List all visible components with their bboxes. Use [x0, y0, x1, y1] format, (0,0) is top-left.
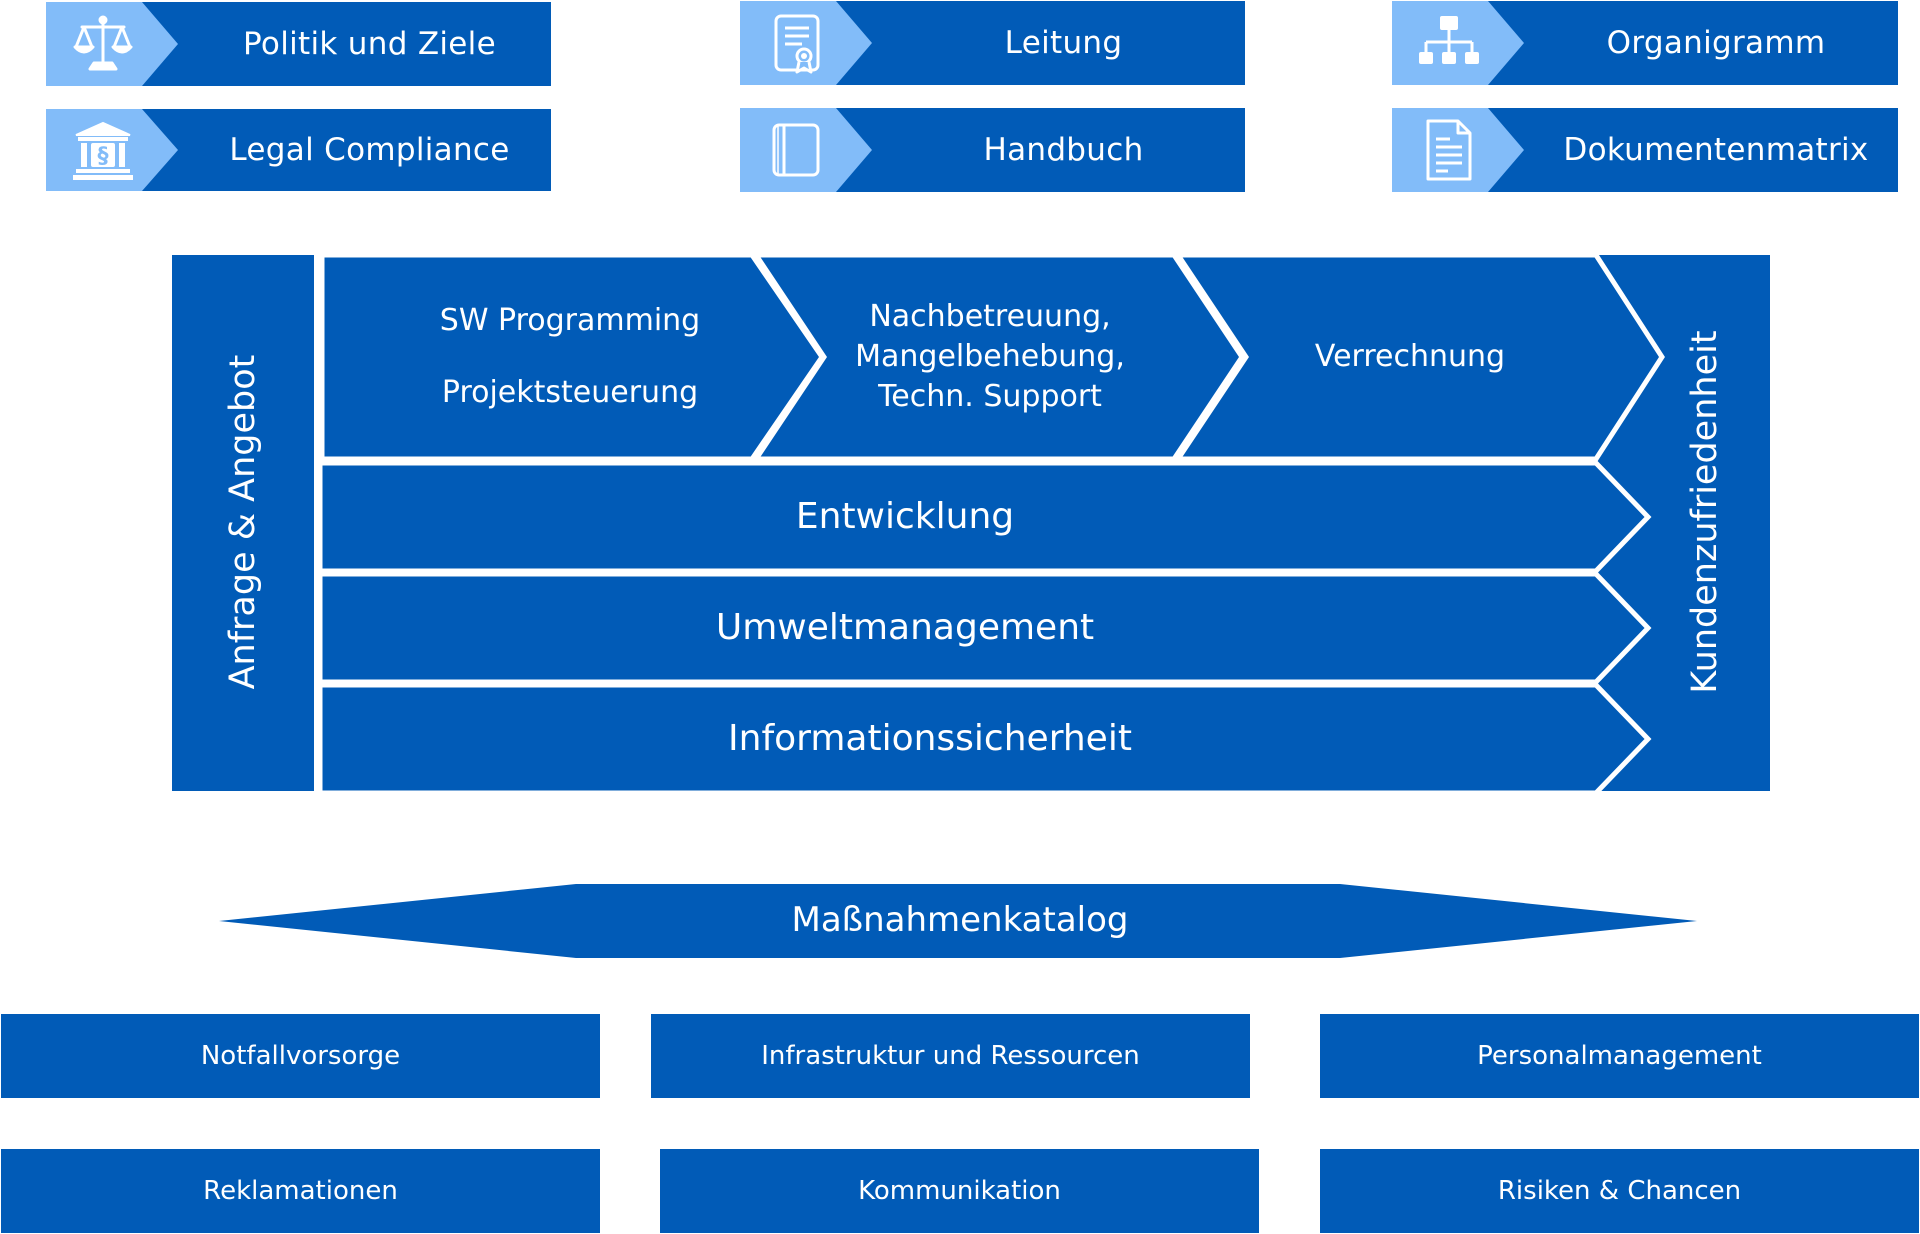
tile-politik-und-ziele[interactable]: Politik und Ziele — [46, 2, 551, 86]
box-notfallvorsorge[interactable]: Notfallvorsorge — [1, 1014, 600, 1098]
tile-dokumentenmatrix[interactable]: Dokumentenmatrix — [1392, 108, 1898, 192]
process-step-sw-programming[interactable] — [319, 252, 826, 462]
process-lane-entwicklung[interactable] — [317, 460, 1652, 574]
book-icon — [772, 123, 820, 177]
process-lane-informationssicherheit[interactable] — [317, 682, 1652, 796]
process-start-column[interactable] — [172, 255, 314, 791]
box-personalmanagement[interactable]: Personalmanagement — [1320, 1014, 1919, 1098]
org-chart-icon — [1419, 16, 1479, 64]
tile-label: Handbuch — [983, 132, 1144, 168]
tile-label: Legal Compliance — [229, 132, 510, 168]
catalog-banner[interactable] — [219, 884, 1697, 958]
box-reklamationen[interactable]: Reklamationen — [1, 1149, 600, 1233]
scales-icon — [73, 15, 133, 71]
tile-label: Politik und Ziele — [243, 26, 496, 62]
process-step-nachbetreuung[interactable] — [751, 252, 1246, 462]
tile-label: Leitung — [1004, 25, 1123, 61]
tile-legal-compliance[interactable]: § Legal Compliance — [46, 109, 551, 191]
tile-handbuch[interactable]: Handbuch — [740, 108, 1245, 192]
tile-label: Organigramm — [1606, 25, 1826, 61]
courthouse-paragraph-icon: § — [73, 121, 133, 180]
box-risiken-und-chancen[interactable]: Risiken & Chancen — [1320, 1149, 1919, 1233]
process-end-label: Kundenzufriedenheit — [1685, 330, 1725, 694]
tile-leitung[interactable]: Leitung — [740, 1, 1245, 85]
svg-text:§: § — [98, 144, 109, 169]
document-icon — [1426, 119, 1472, 181]
tile-label: Dokumentenmatrix — [1563, 132, 1869, 168]
process-start-label: Anfrage & Angebot — [223, 354, 263, 690]
box-kommunikation[interactable]: Kommunikation — [660, 1149, 1259, 1233]
tile-organigramm[interactable]: Organigramm — [1392, 1, 1898, 85]
certificate-icon — [774, 14, 820, 74]
box-infrastruktur-und-ressourcen[interactable]: Infrastruktur und Ressourcen — [651, 1014, 1250, 1098]
process-step-verrechnung[interactable] — [1173, 252, 1665, 462]
process-lane-umweltmanagement[interactable] — [317, 571, 1652, 685]
